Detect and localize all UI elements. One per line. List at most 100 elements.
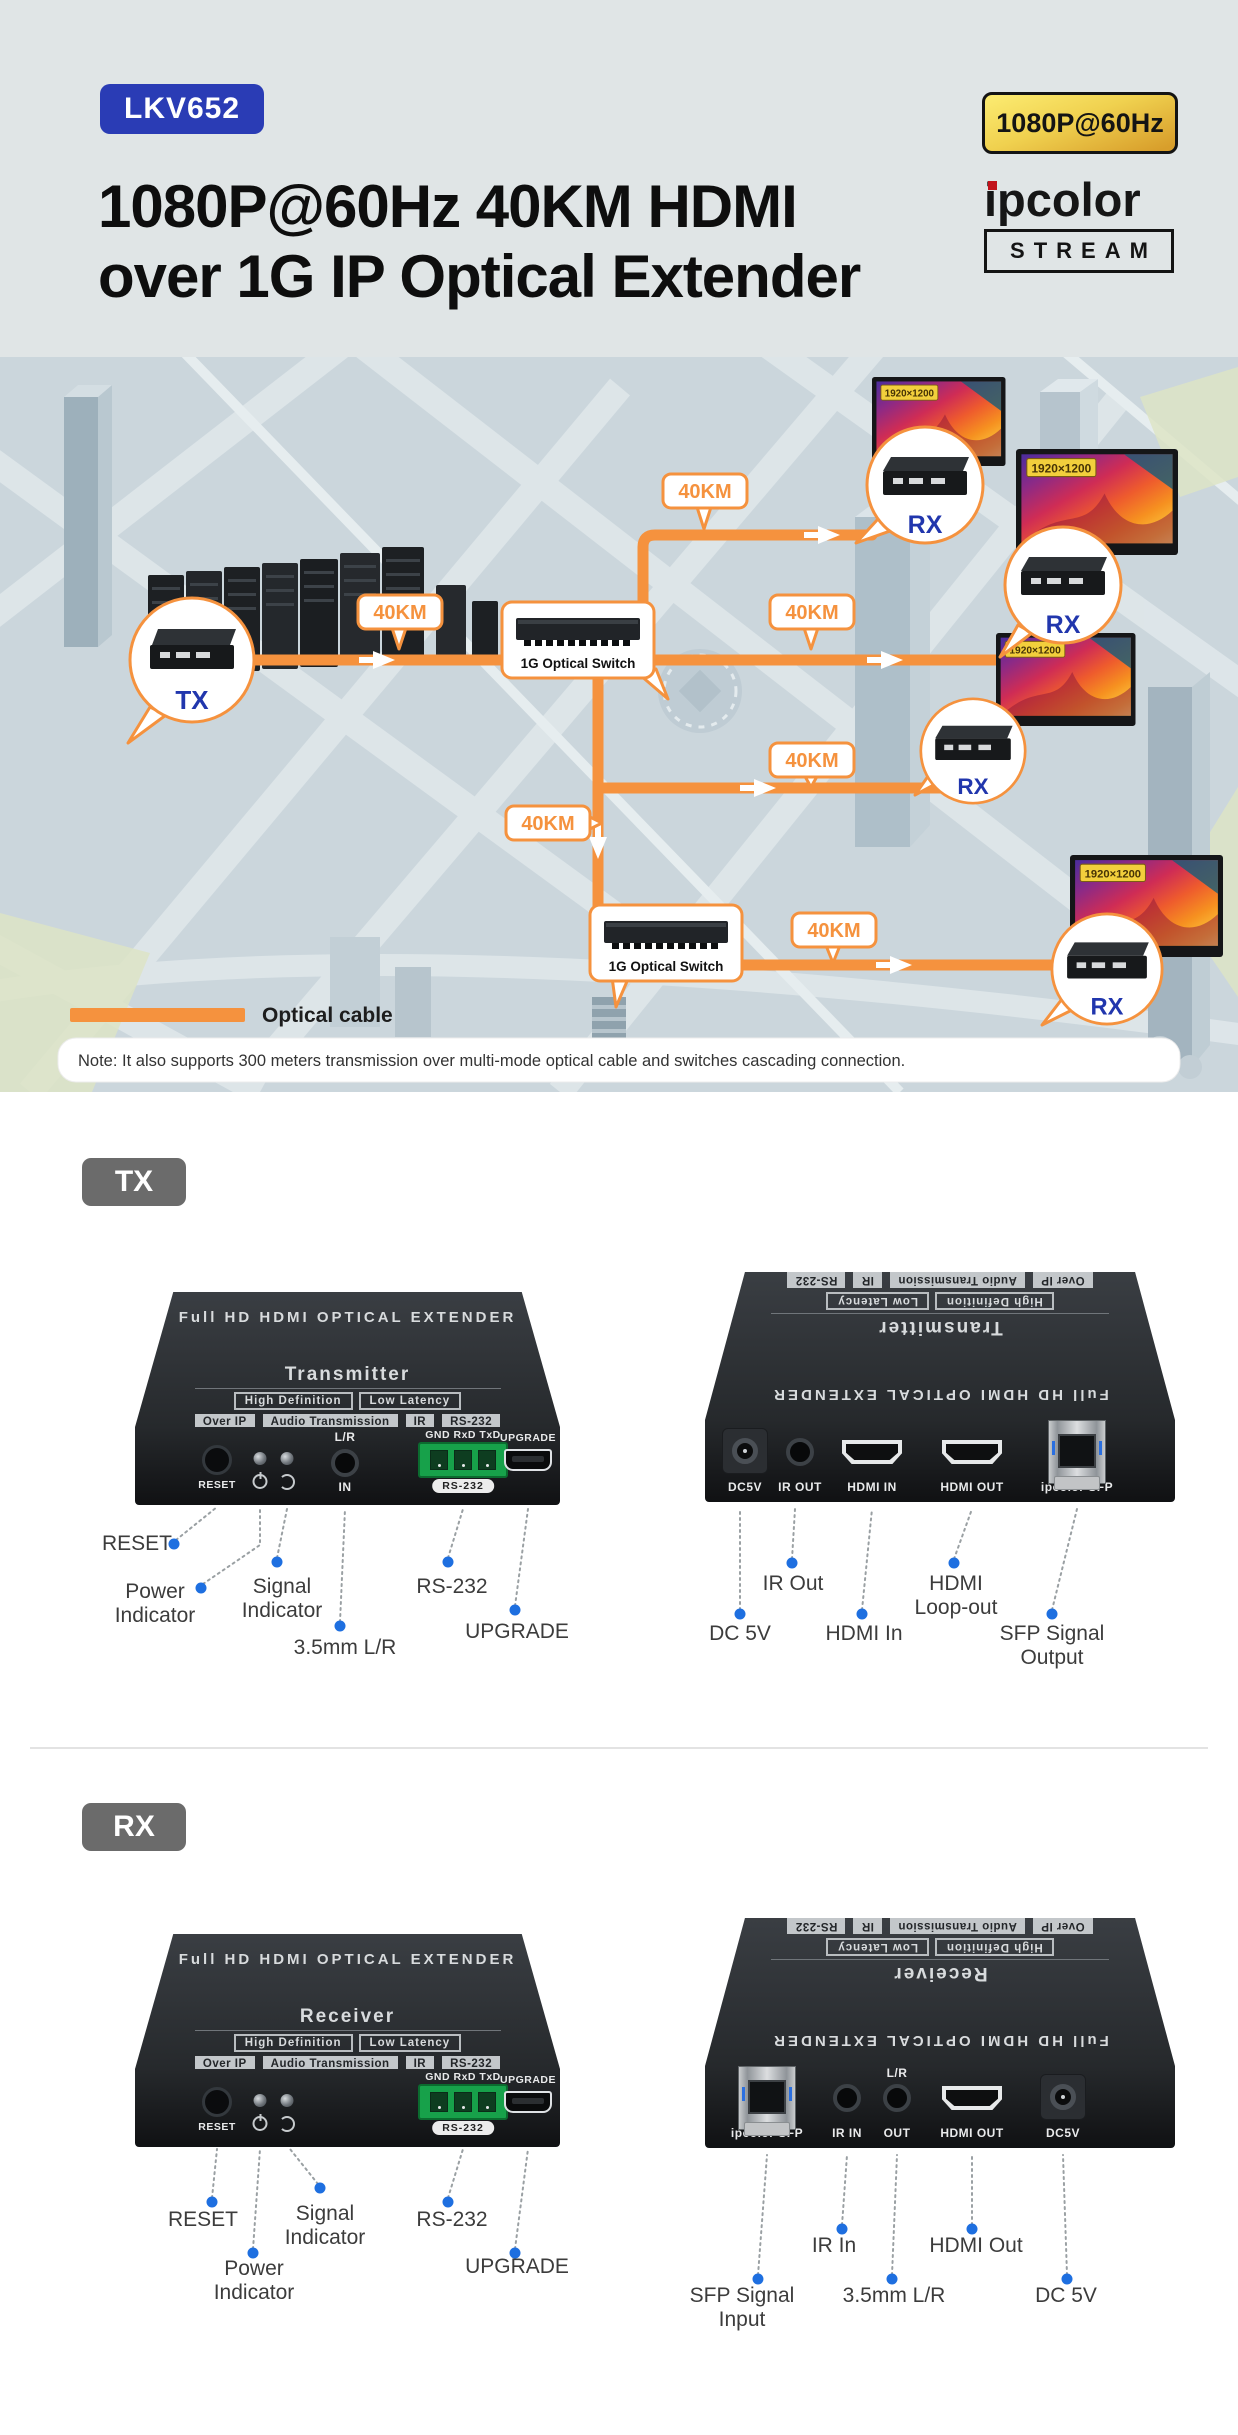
- feature-tags-row2: Over IPAudio TransmissionIRRS-232: [705, 1272, 1175, 1290]
- upgrade-usb-port: [504, 2091, 552, 2113]
- callout-line: Indicator: [213, 2281, 295, 2304]
- out-port-label: OUT: [883, 2126, 911, 2140]
- callout-line: Signal: [295, 2202, 355, 2225]
- tag-ir: IR: [405, 2056, 435, 2069]
- sfp-latch: [744, 2122, 790, 2136]
- terminal-slot: [454, 1450, 472, 1470]
- device-role: Receiver: [892, 1963, 988, 1984]
- terminal-slot: [478, 2092, 496, 2112]
- callout-signal-indicator: Signal Indicator: [242, 1575, 323, 1623]
- dc-pin: [743, 1449, 747, 1453]
- in-port-label: IN: [338, 1480, 352, 1494]
- callout-line: Loop-out: [914, 1596, 998, 1619]
- callout-line: Power: [125, 1580, 185, 1603]
- upgrade-port-label: UPGRADE: [499, 1432, 557, 1444]
- rx-rear-device: Full HD HDMI OPTICAL EXTENDER Receiver H…: [705, 1918, 1175, 2148]
- tag-over-ip: Over IP: [1032, 1272, 1093, 1288]
- tx-section-badge: TX: [82, 1158, 186, 1206]
- tag-high-definition: High Definition: [934, 1938, 1054, 1956]
- tag-audio: Audio Transmission: [889, 1918, 1025, 1934]
- dc-jack: [1050, 2084, 1076, 2110]
- sfp-module: [738, 2066, 796, 2136]
- sfp-cage: [1058, 1434, 1096, 1468]
- cable-arrows: [359, 526, 912, 974]
- signal-led: [280, 1452, 294, 1465]
- power-led: [253, 2094, 267, 2107]
- divider-line: [194, 2030, 501, 2031]
- reset-button: [202, 1445, 232, 1475]
- rx-front-top-panel: Full HD HDMI OPTICAL EXTENDER Receiver H…: [135, 1934, 560, 2069]
- tag-ir: IR: [853, 1272, 882, 1288]
- lr-port-label: L/R: [886, 2066, 908, 2080]
- rx-rear-panel: ipcolor SFP IR IN L/R OUT HDMI OUT DC5V: [705, 2066, 1175, 2148]
- audio-jack: [331, 1449, 359, 1477]
- sfp-latch: [1054, 1476, 1100, 1490]
- hdmi-in-port-label: HDMI IN: [847, 1480, 897, 1494]
- cable-top-branch: [637, 529, 878, 666]
- rs232-terminal: [418, 1442, 508, 1478]
- power-led: [253, 1452, 267, 1465]
- tx-rear-device: Full HD HDMI OPTICAL EXTENDER Transmitte…: [705, 1272, 1175, 1502]
- callout-rs232: RS-232: [416, 2208, 488, 2231]
- ir-in-jack: [833, 2084, 861, 2112]
- tag-high-definition: High Definition: [233, 2034, 353, 2052]
- power-icon: [252, 2114, 268, 2131]
- rs232-port-label: RS-232: [432, 2121, 494, 2135]
- distance-labels: [356, 472, 878, 965]
- callout-reset: RESET: [167, 2208, 239, 2231]
- sfp-module: [1048, 1420, 1106, 1490]
- callout-hdmi-out: HDMI Out: [929, 2234, 1023, 2257]
- callout-rs232: RS-232: [416, 1575, 488, 1598]
- feature-tags-row2: Over IP Audio Transmission IR RS-232: [705, 1918, 1175, 1936]
- rx-bubble-1: [865, 425, 985, 545]
- terminal-pins-label: GND RxD TxD: [425, 2071, 501, 2083]
- rx-front-panel: RESET GND RxD TxD RS-232 UPGRADE: [135, 2069, 560, 2147]
- hdmi-slot: [946, 1444, 998, 1460]
- rx-rear-top-panel: Full HD HDMI OPTICAL EXTENDER Receiver H…: [705, 1918, 1175, 2066]
- tag-rs232: RS-232: [787, 1918, 846, 1934]
- terminal-pins-label: GND RxD TxD: [425, 1429, 501, 1441]
- rx-front-device: Full HD HDMI OPTICAL EXTENDER Receiver H…: [135, 1934, 560, 2147]
- callout-line: Power: [224, 2257, 284, 2280]
- terminal-slot: [430, 2092, 448, 2112]
- device-top-title: Full HD HDMI OPTICAL EXTENDER: [178, 1951, 517, 1968]
- tag-rs232: RS-232: [442, 1414, 501, 1427]
- feature-tags-row1: High Definition Low Latency: [705, 1938, 1175, 1957]
- tag-audio: Audio Transmission: [262, 1414, 398, 1427]
- signal-refresh-icon: [279, 2116, 295, 2132]
- callout-power-indicator: Power Indicator: [115, 1580, 196, 1628]
- title-line2: over 1G IP Optical Extender: [98, 243, 861, 310]
- callout-hdmi-loopout: HDMI Loop-out: [915, 1572, 998, 1620]
- tx-callout-leaders: [168, 1506, 1078, 1632]
- tx-rear-top-panel: Full HD HDMI OPTICAL EXTENDER Transmitte…: [705, 1272, 1175, 1420]
- terminal-slot: [478, 1450, 496, 1470]
- callout-35mm: 3.5mm L/R: [842, 2284, 946, 2307]
- callout-line: Output: [1020, 1646, 1084, 1669]
- dc-port-label: DC5V: [727, 1480, 763, 1494]
- hdmi-out-port-label: HDMI OUT: [940, 1480, 1004, 1494]
- model-badge: LKV652: [100, 84, 265, 134]
- tag-ir: IR: [853, 1918, 882, 1934]
- tag-low-latency: Low Latency: [826, 1938, 929, 1956]
- device-role: Transmitter: [284, 1364, 411, 1385]
- tag-audio: Audio Transmission: [262, 2056, 398, 2069]
- sfp-tick: [1052, 1441, 1055, 1455]
- brand-logo: ipcolor: [984, 173, 1141, 226]
- upgrade-usb-port: [504, 1449, 552, 1471]
- rx-bubble-2: [1003, 525, 1123, 645]
- callout-line: SFP Signal: [999, 1622, 1105, 1645]
- terminal-slot: [430, 1450, 448, 1470]
- tag-high-definition: High Definition: [233, 1392, 353, 1410]
- switch-bubble-1: [500, 600, 656, 680]
- callout-hdmi-in: HDMI In: [825, 1622, 903, 1645]
- tx-front-top-panel: Full HD HDMI OPTICAL EXTENDER Transmitte…: [135, 1292, 560, 1427]
- tx-front-device: Full HD HDMI OPTICAL EXTENDER Transmitte…: [135, 1292, 560, 1505]
- tag-over-ip: Over IP: [1032, 1918, 1093, 1934]
- ir-out-port-label: IR OUT: [778, 1480, 822, 1494]
- upgrade-port-label: UPGRADE: [499, 2074, 557, 2086]
- tag-high-definition: High Definition: [934, 1292, 1054, 1310]
